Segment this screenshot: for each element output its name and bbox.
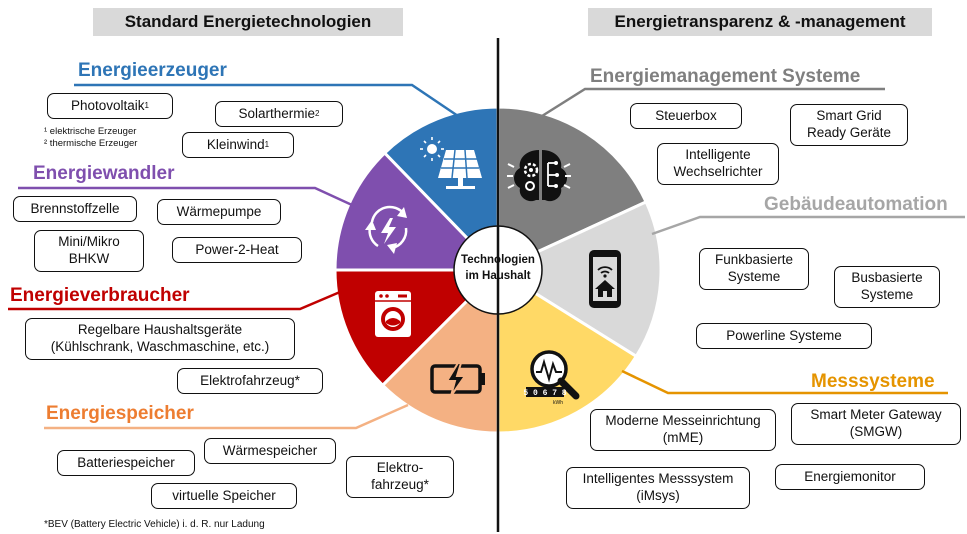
iw-line2: Wechselrichter [673, 164, 763, 179]
kleinwind-label: Kleinwind [206, 136, 265, 152]
header-right: Energietransparenz & -management [588, 8, 932, 36]
segment-erzeuger [382, 105, 500, 274]
connector-erzeuger [74, 83, 459, 118]
box-funkbasiert: Funkbasierte Systeme [699, 248, 809, 290]
category-wandler: Energiewandler [33, 163, 175, 184]
imsys-line1: Intelligentes Messsystem [582, 471, 734, 487]
connector-mess [621, 369, 948, 395]
meter-magnifier-icon: 5 0 6 7 8 kWh [523, 350, 580, 406]
mme-line1: Moderne Messeinrichtung [605, 413, 761, 429]
center-label-line1: Technologien [461, 254, 535, 266]
bus-line2: Systeme [860, 287, 914, 302]
box-waermespeicher: Wärmespeicher [204, 438, 336, 464]
box-bhkw: Mini/Mikro BHKW [34, 230, 144, 272]
connector-verbraucher [8, 290, 341, 311]
haushalt-line1: Regelbare Haushaltsgeräte [77, 322, 243, 338]
box-smgw: Smart Meter Gateway (SMGW) [791, 403, 961, 445]
box-energiemonitor: Energiemonitor [775, 464, 925, 490]
photovoltaik-label: Photovoltaik [71, 97, 145, 113]
imsys-line2: (iMsys) [636, 488, 680, 503]
washing-machine-icon [375, 291, 411, 337]
box-busbasiert: Busbasierte Systeme [834, 266, 940, 308]
center-label: Technologien im Haushalt [455, 253, 541, 284]
segment-geb [494, 199, 663, 359]
meter-digits: 5 0 6 7 8 [523, 389, 566, 398]
center-label-line2: im Haushalt [465, 269, 531, 282]
category-geb: Gebäudeautomation [764, 194, 948, 215]
bhkw-line2: BHKW [68, 251, 110, 266]
category-ems: Energiemanagement Systeme [590, 66, 861, 87]
efz2-line1: Elektro- [376, 460, 424, 476]
box-brennstoffzelle: Brennstoffzelle [13, 196, 137, 222]
smgw-line2: (SMGW) [849, 424, 903, 439]
bus-line1: Busbasierte [851, 270, 923, 286]
smartphone-home-icon [589, 250, 621, 308]
box-elektrofahrzeug-speicher: Elektro- fahrzeug* [346, 456, 454, 498]
sg-line1: Smart Grid [816, 108, 882, 124]
connector-speicher [44, 403, 409, 430]
meter-unit: kWh [553, 400, 563, 406]
box-power2heat: Power-2-Heat [172, 237, 302, 263]
funk-line2: Systeme [727, 269, 781, 284]
box-imsys: Intelligentes Messsystem (iMsys) [566, 467, 750, 509]
box-batteriespeicher: Batteriespeicher [57, 450, 195, 476]
mme-line2: (mME) [662, 430, 704, 445]
connector-ems [541, 87, 885, 118]
bhkw-line1: Mini/Mikro [58, 234, 120, 250]
connector-wandler [18, 186, 353, 207]
haushalt-line2: (Kühlschrank, Waschmaschine, etc.) [50, 339, 270, 354]
box-mme: Moderne Messeinrichtung (mME) [590, 409, 776, 451]
iw-line1: Intelligente [685, 147, 751, 163]
segment-ems [496, 105, 649, 273]
efz2-line2: fahrzeug* [371, 477, 429, 492]
energy-cycle-icon [365, 205, 408, 254]
box-haushaltsgeraete: Regelbare Haushaltsgeräte (Kühlschrank, … [25, 318, 295, 360]
header-left: Standard Energietechnologien [93, 8, 403, 36]
box-smart-grid: Smart Grid Ready Geräte [790, 104, 908, 146]
footnote-1: ¹ elektrische Erzeuger [44, 126, 137, 137]
category-mess: Messsysteme [811, 371, 935, 392]
category-speicher: Energiespeicher [46, 403, 194, 424]
box-elektrofahrzeug: Elektrofahrzeug* [177, 368, 323, 394]
battery-icon [430, 362, 485, 397]
brain-gear-icon [507, 150, 571, 202]
box-virtuelle-speicher: virtuelle Speicher [151, 483, 297, 509]
box-waermepumpe: Wärmepumpe [157, 199, 281, 225]
box-powerline: Powerline Systeme [696, 323, 872, 349]
box-steuerbox: Steuerbox [630, 103, 742, 129]
smgw-line1: Smart Meter Gateway [810, 407, 942, 423]
footnote-2: ² thermische Erzeuger [44, 138, 138, 149]
box-wechselrichter: Intelligente Wechselrichter [657, 143, 779, 185]
solar-panel-icon [420, 137, 482, 189]
category-verbraucher: Energieverbraucher [10, 285, 190, 306]
sg-line2: Ready Geräte [806, 125, 892, 140]
bottom-footnote: *BEV (Battery Electric Vehicle) i. d. R.… [44, 519, 265, 530]
solarthermie-label: Solarthermie [238, 105, 316, 121]
connector-geb [651, 215, 965, 236]
funk-line1: Funkbasierte [714, 252, 794, 268]
segment-wandler [333, 150, 502, 272]
category-erzeuger: Energieerzeuger [78, 60, 227, 81]
